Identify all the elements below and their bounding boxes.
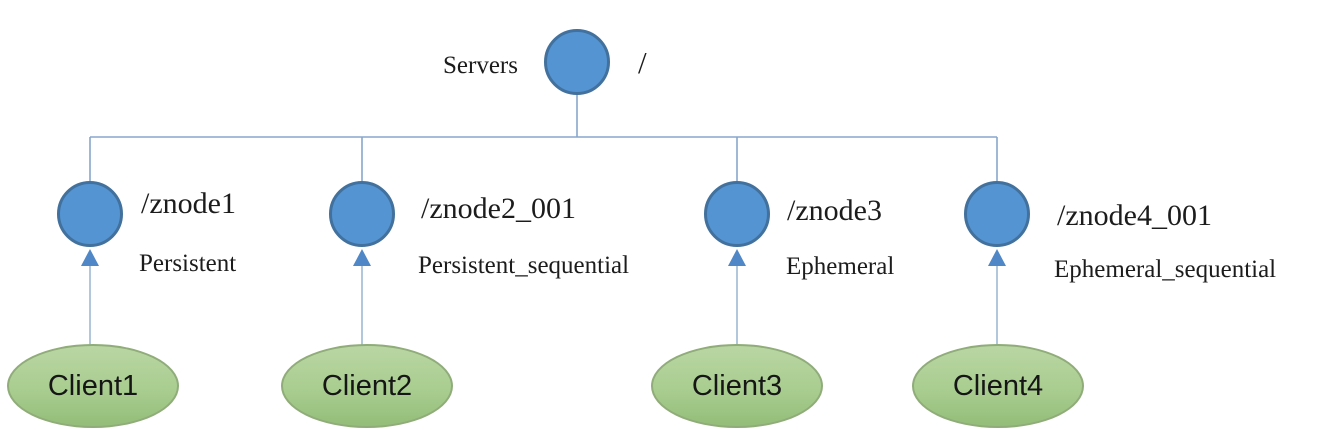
tree-connector-lines <box>89 95 998 181</box>
client4-label: Client4 <box>952 369 1044 402</box>
client2-to-znode2-arrow <box>353 249 371 345</box>
znode3-path-label: /znode3 <box>787 194 882 227</box>
znode1-path-label: /znode1 <box>141 187 236 220</box>
znode1-circle <box>57 181 123 247</box>
client3-ellipse: Client3 <box>651 344 823 428</box>
znode1-type-label: Persistent <box>139 250 237 277</box>
znode3-circle <box>704 181 770 247</box>
znode2-type-label: Persistent_sequential <box>418 252 630 279</box>
client3-to-znode3-arrow <box>728 249 746 345</box>
root-node-circle <box>544 29 610 95</box>
znode4-type-label: Ephemeral_sequential <box>1054 256 1277 283</box>
znode2-path-label: /znode2_001 <box>421 192 576 225</box>
znode4-path-label: /znode4_001 <box>1057 199 1212 232</box>
client2-label: Client2 <box>321 369 413 402</box>
root-path-label: / <box>638 45 647 80</box>
client3-label: Client3 <box>691 369 783 402</box>
client1-to-znode1-arrow <box>81 249 99 345</box>
root-server-label: Servers <box>443 52 518 79</box>
client4-to-znode4-arrow <box>988 249 1006 345</box>
client4-ellipse: Client4 <box>912 344 1084 428</box>
znode4-circle <box>964 181 1030 247</box>
client1-label: Client1 <box>47 369 139 402</box>
znode2-circle <box>329 181 395 247</box>
client1-ellipse: Client1 <box>7 344 179 428</box>
client2-ellipse: Client2 <box>281 344 453 428</box>
znode3-type-label: Ephemeral <box>786 253 895 280</box>
